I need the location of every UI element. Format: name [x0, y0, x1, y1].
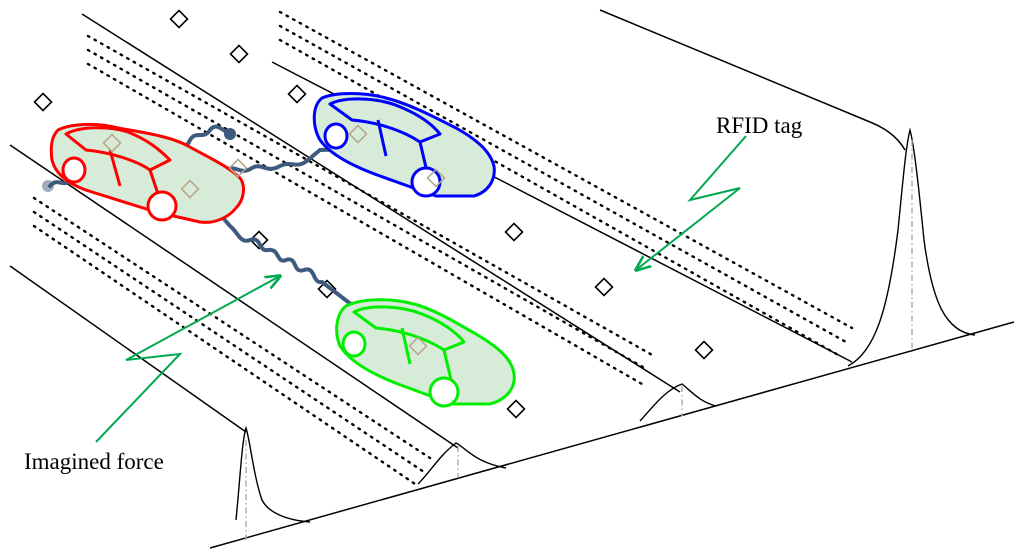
car-blue-wheel [323, 122, 349, 150]
road-line-3 [9, 265, 247, 433]
car-green-roof [352, 305, 466, 352]
lane-dots-c2 [32, 210, 426, 474]
distribution-curve-1 [235, 425, 311, 523]
rfid-tag-icon [504, 222, 524, 242]
spring-node [42, 180, 54, 192]
spring-icon [216, 210, 358, 310]
rfid-tag-icon [694, 340, 714, 360]
car-green-body [335, 298, 516, 406]
car-red-icon [49, 122, 245, 224]
road-bottom-edge [209, 321, 1015, 549]
car-blue-body [312, 92, 496, 198]
lane-dots-a1 [86, 34, 656, 358]
car-tags [102, 124, 446, 356]
car-blue-roof [328, 97, 442, 144]
force-arrow [95, 276, 280, 443]
car-red-wheel [61, 156, 87, 184]
road-line-2 [9, 144, 459, 449]
lane-markings [32, 10, 854, 488]
lane-dots-b2 [278, 24, 848, 344]
distribution-curve-4 [847, 127, 976, 367]
rfid-arrow [636, 135, 747, 270]
spring-node [224, 128, 236, 140]
annotation-arrows [95, 135, 747, 443]
car-blue-icon [312, 92, 496, 198]
rfid-tag-icon [180, 179, 200, 199]
car-blue-wheel [410, 166, 442, 198]
rfid-tag-icon [506, 399, 526, 419]
car-green-wheel [341, 330, 367, 358]
rfid-tag-icon [426, 168, 446, 188]
rfid-tag-icon [229, 44, 249, 64]
distribution-curve-2 [417, 442, 507, 485]
rfid-tag-icon [594, 277, 614, 297]
car-red-body [49, 122, 245, 224]
road-right-edge [599, 9, 906, 151]
rfid-tag-icon [287, 84, 307, 104]
rfid-tag-icon [102, 133, 122, 153]
lane-dots-a3 [86, 62, 644, 386]
rfid-tag-icon [33, 92, 53, 112]
distribution-curve-3 [639, 383, 717, 422]
lane-dots-a2 [86, 48, 650, 372]
car-green-wheel [428, 376, 460, 408]
rfid-tag-icon [169, 9, 189, 29]
distribution-curves [235, 127, 976, 523]
rfid-tag-icon [228, 158, 248, 178]
imagined-force-label: Imagined force [24, 449, 164, 474]
lane-dots-c3 [32, 224, 420, 488]
lane-dots-b3 [278, 38, 842, 358]
rfid-tag-icon [408, 336, 428, 356]
car-red-wheel [146, 190, 178, 222]
rfid-tags [33, 9, 714, 419]
car-red-roof [64, 126, 172, 172]
rfid-tag-icon [348, 124, 368, 144]
rfid-tag-label: RFID tag [716, 113, 803, 138]
distribution-centerlines [245, 140, 913, 540]
car-green-icon [335, 298, 516, 408]
